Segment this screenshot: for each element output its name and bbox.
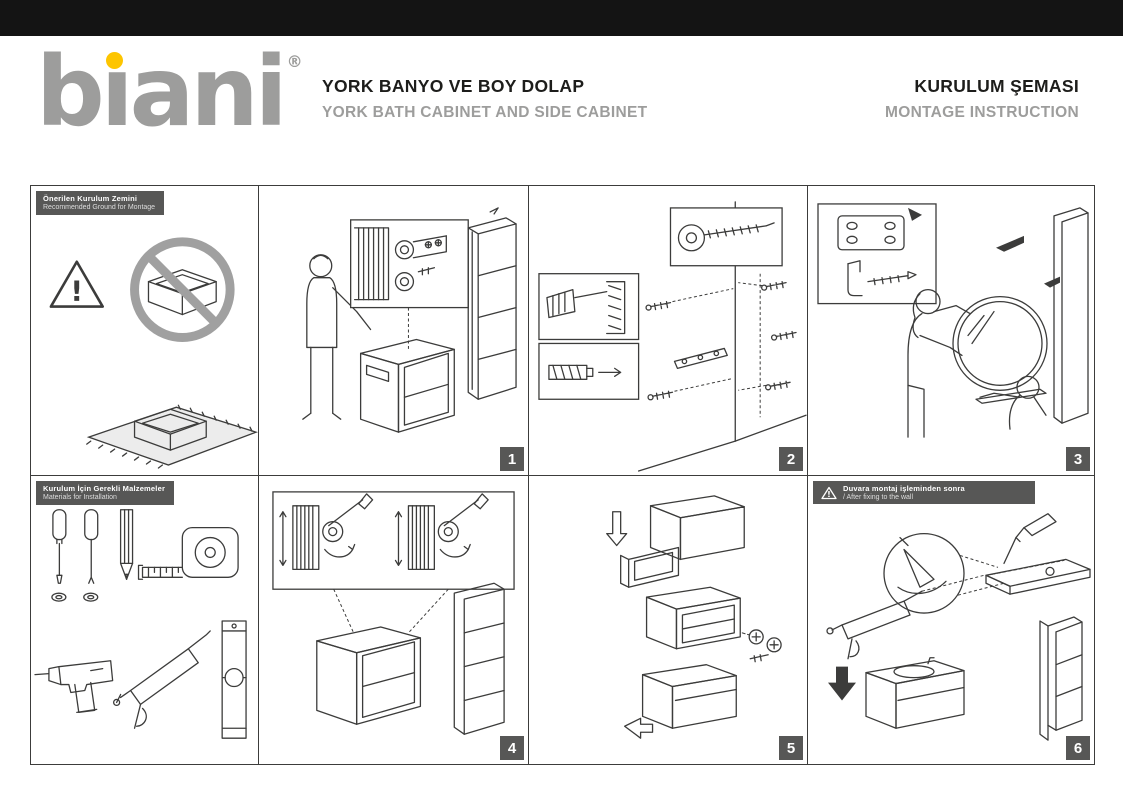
round-mirror-illustration	[952, 295, 1048, 391]
step-number-badge: 1	[500, 447, 524, 471]
panel-step-2: 2	[529, 186, 808, 476]
side-cabinet-illustration	[467, 207, 517, 400]
ground-illustration: !	[49, 237, 258, 469]
step-number-badge: 4	[500, 736, 524, 760]
bath-cabinet-illustration	[359, 338, 455, 433]
logo-letters-ani: ani	[129, 36, 288, 148]
warning-triangle-icon: !	[821, 486, 837, 499]
materials-header-tr: Kurulum İçin Gerekli Malzemeler	[43, 484, 166, 493]
product-title-en: YORK BATH CABINET AND SIDE CABINET	[322, 104, 648, 121]
materials-header-en: Materials for Installation	[43, 494, 117, 501]
person-two-illustration	[979, 375, 1047, 430]
drill-wall-detail-inset	[538, 273, 640, 341]
cover-cap-icons	[51, 592, 99, 602]
flat-screwdriver-icon	[52, 509, 67, 584]
step4-illustration	[272, 491, 515, 735]
product-title-tr: YORK BANYO VE BOY DOLAP	[322, 76, 585, 96]
svg-text:!: !	[827, 490, 831, 499]
down-arrow-icon	[828, 666, 856, 701]
person-one-illustration	[907, 288, 971, 438]
step-number-badge: 5	[779, 736, 803, 760]
ground-header-tr: Önerilen Kurulum Zemini	[43, 194, 138, 203]
instruction-grid: Önerilen Kurulum Zemini Recommended Grou…	[30, 185, 1095, 765]
step-number-badge: 6	[1066, 736, 1090, 760]
push-in-arrow-icon	[624, 717, 654, 739]
logo-letter-b: b	[36, 36, 105, 148]
ground-panel-header: Önerilen Kurulum Zemini Recommended Grou…	[36, 191, 165, 215]
pencil-icon	[119, 509, 134, 580]
wall-bracket-wedge-icon	[996, 235, 1024, 252]
no-unstable-ground-icon	[130, 237, 235, 342]
logo-letter-i: ı	[101, 44, 134, 140]
countertop-illustration	[985, 558, 1091, 595]
warning-text-en: / After fixing to the wall	[843, 494, 914, 501]
step-number-badge: 3	[1066, 447, 1090, 471]
tall-cabinet-illustration	[1053, 207, 1089, 424]
shelf-board-icon	[975, 388, 1047, 404]
pull-down-arrow-icon	[606, 511, 628, 547]
warning-triangle-icon: !	[49, 260, 104, 308]
bracket-detail-inset	[817, 203, 937, 305]
drawer-step-middle-illustration	[645, 586, 741, 650]
warning-text-tr: Duvara montaj işleminden sonra	[843, 484, 965, 493]
materials-panel-header: Kurulum İçin Gerekli Malzemeler Material…	[36, 481, 175, 505]
mounting-rail-icon	[673, 347, 728, 370]
drawer-step-top-illustration	[620, 495, 745, 588]
step6-illustration	[826, 513, 1091, 741]
assembler-person-illustration	[302, 254, 372, 420]
product-title-block: YORK BANYO VE BOY DOLAP YORK BATH CABINE…	[322, 76, 647, 122]
materials-illustration	[34, 509, 247, 739]
panel-step-5: 5	[529, 476, 808, 764]
phillips-screwdriver-icon	[84, 509, 99, 584]
carpet-ground-icon	[86, 404, 258, 469]
step2-illustration	[538, 201, 807, 472]
side-panels-illustration	[1039, 616, 1083, 741]
caulk-gun-icon	[826, 590, 923, 660]
panel-materials: Kurulum İçin Gerekli Malzemeler Material…	[31, 476, 259, 764]
hinge-detail-inset	[350, 219, 469, 352]
step3-illustration	[817, 203, 1089, 438]
drawer-step-bottom-illustration	[641, 664, 737, 729]
svg-text:!: !	[70, 275, 83, 308]
panel-step-6: ! Duvara montaj işleminden sonra / After…	[808, 476, 1094, 764]
logo-yellow-dot-icon	[106, 52, 124, 69]
hinge-adjustment-inset	[272, 491, 515, 634]
silicone-tube-icon	[1003, 513, 1057, 565]
power-drill-icon	[34, 660, 114, 714]
panel-step-3: 3	[808, 186, 1094, 476]
registered-mark: ®	[286, 52, 303, 71]
warning-text-block: Duvara montaj işleminden sonra / After f…	[843, 484, 965, 501]
panel-step-4: 4	[259, 476, 529, 764]
side-cabinet-illustration	[453, 582, 505, 735]
spirit-level-icon	[221, 620, 247, 739]
tape-measure-icon	[137, 526, 239, 580]
ground-header-en: Recommended Ground for Montage	[43, 204, 156, 211]
document-title-en: MONTAGE INSTRUCTION	[885, 104, 1079, 121]
drawer-screws-detail	[741, 629, 782, 663]
step-number-badge: 2	[779, 447, 803, 471]
screw-washer-detail-inset	[669, 207, 783, 267]
silicone-magnifier-detail	[883, 532, 1005, 614]
document-title-tr: KURULUM ŞEMASI	[914, 76, 1079, 96]
vanity-cabinet-illustration	[865, 657, 965, 729]
step5-illustration	[606, 495, 782, 739]
step1-illustration	[302, 207, 517, 433]
wall-screws-icons	[645, 273, 797, 418]
panel-recommended-ground: Önerilen Kurulum Zemini Recommended Grou…	[31, 186, 259, 476]
bath-cabinet-illustration	[316, 626, 422, 725]
wall-plug-detail-inset	[538, 342, 640, 400]
caulk-gun-icon	[112, 630, 211, 729]
panel-step-1: 1	[259, 186, 529, 476]
after-fixing-warning-bar: ! Duvara montaj işleminden sonra / After…	[813, 481, 1035, 504]
top-black-bar	[0, 0, 1123, 36]
cabinet-bracket-wedge-icon	[1044, 276, 1060, 288]
document-title-block: KURULUM ŞEMASI MONTAGE INSTRUCTION	[885, 76, 1079, 122]
